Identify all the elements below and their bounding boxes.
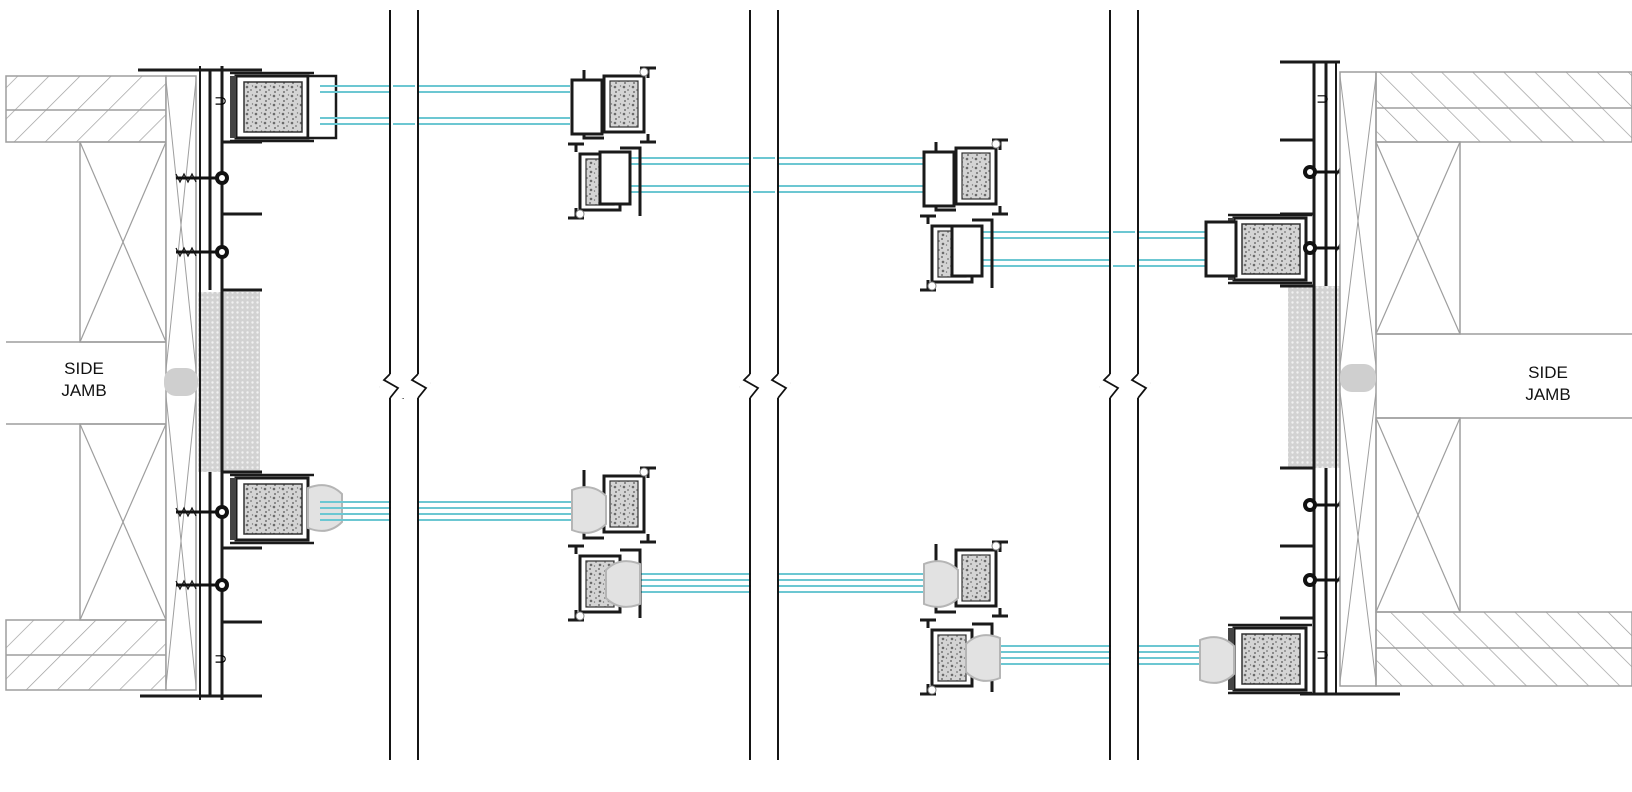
left-clip-icon-bottom: ⊃: [214, 651, 227, 668]
interlock-2-top: [918, 138, 1010, 292]
left-outer-frame: [138, 66, 262, 700]
left-jamb-label-line2: JAMB: [61, 381, 106, 400]
left-top-sash-profile: [228, 71, 316, 143]
right-jamb-label-line2: JAMB: [1525, 385, 1570, 404]
right-clip-icon-bottom: ⊃: [1316, 647, 1329, 664]
interlock-1-bottom: [566, 466, 658, 622]
glass-bottom-left: [320, 501, 580, 521]
right-side-jamb: SIDE JAMB: [1339, 71, 1632, 687]
right-frame-insulation: [1288, 286, 1344, 468]
right-clip-icon: ⊃: [1316, 91, 1329, 108]
left-frame-insulation: [198, 292, 260, 472]
right-jamb-label-line1: SIDE: [1528, 363, 1568, 382]
left-jamb-label-line1: SIDE: [64, 359, 104, 378]
glass-top-left: [320, 85, 570, 125]
left-bottom-sash-profile: [228, 473, 316, 545]
right-bottom-gasket: [1199, 636, 1235, 684]
right-bottom-sash-profile: [1226, 623, 1314, 695]
right-top-sash-profile: [1226, 213, 1314, 285]
left-side-jamb: SIDE JAMB: [5, 75, 198, 691]
left-clip-icon: ⊃: [214, 93, 227, 110]
interlock-1-top: [566, 66, 658, 220]
interlock-2-bottom: [918, 540, 1010, 696]
glass-top-right: [952, 231, 1236, 267]
